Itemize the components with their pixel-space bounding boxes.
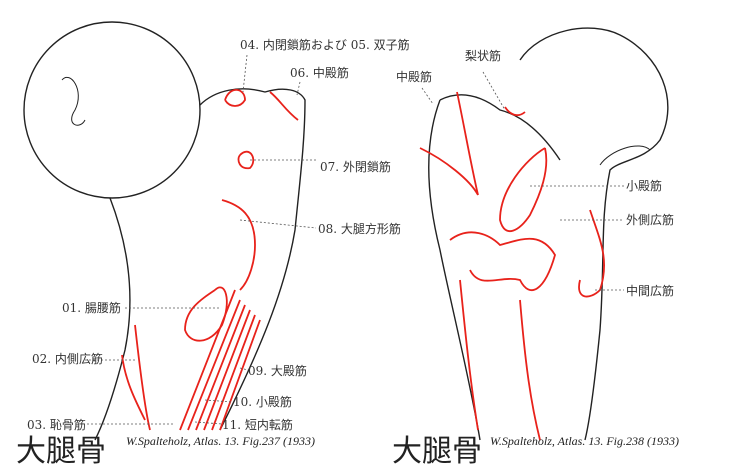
right-muscle-attachments — [419, 91, 606, 441]
label-gluteus-maximus: 09. 大殿筋 — [248, 364, 307, 378]
left-figure-title: 大腿骨 — [16, 434, 106, 469]
femoral-head — [23, 21, 201, 199]
label-vastus-lateralis: 外側広筋 — [626, 213, 675, 227]
label-adductor-brevis: 11. 短内転筋 — [222, 418, 293, 432]
right-femur-outline — [428, 27, 669, 441]
right-figure-title: 大腿骨 — [392, 434, 482, 469]
label-gluteus-minimus-right: 小殿筋 — [626, 179, 663, 193]
label-gluteus-medius-left: 06. 中殿筋 — [290, 66, 349, 80]
leader-lines — [85, 54, 624, 425]
label-iliopsoas: 01. 腸腰筋 — [62, 301, 121, 315]
left-femur-outline — [23, 21, 306, 441]
left-figure-citation: W.Spalteholz, Atlas. 13. Fig.237 (1933) — [126, 434, 315, 448]
label-gluteus-medius-right: 中殿筋 — [396, 70, 433, 84]
label-vastus-medialis: 02. 内側広筋 — [32, 352, 103, 366]
label-vastus-intermedius: 中間広筋 — [626, 284, 675, 298]
left-muscle-attachments — [121, 88, 299, 431]
right-figure-citation: W.Spalteholz, Atlas. 13. Fig.238 (1933) — [490, 434, 679, 448]
label-gluteus-minimus-left: 10. 小殿筋 — [233, 395, 292, 409]
label-obturator-externus: 07. 外閉鎖筋 — [320, 160, 391, 174]
label-piriformis: 梨状筋 — [465, 49, 502, 63]
label-pectineus: 03. 恥骨筋 — [27, 418, 86, 432]
label-obturator-internus-gemelli: 04. 内閉鎖筋および 05. 双子筋 — [240, 38, 410, 52]
label-quadratus-femoris: 08. 大腿方形筋 — [318, 222, 401, 236]
